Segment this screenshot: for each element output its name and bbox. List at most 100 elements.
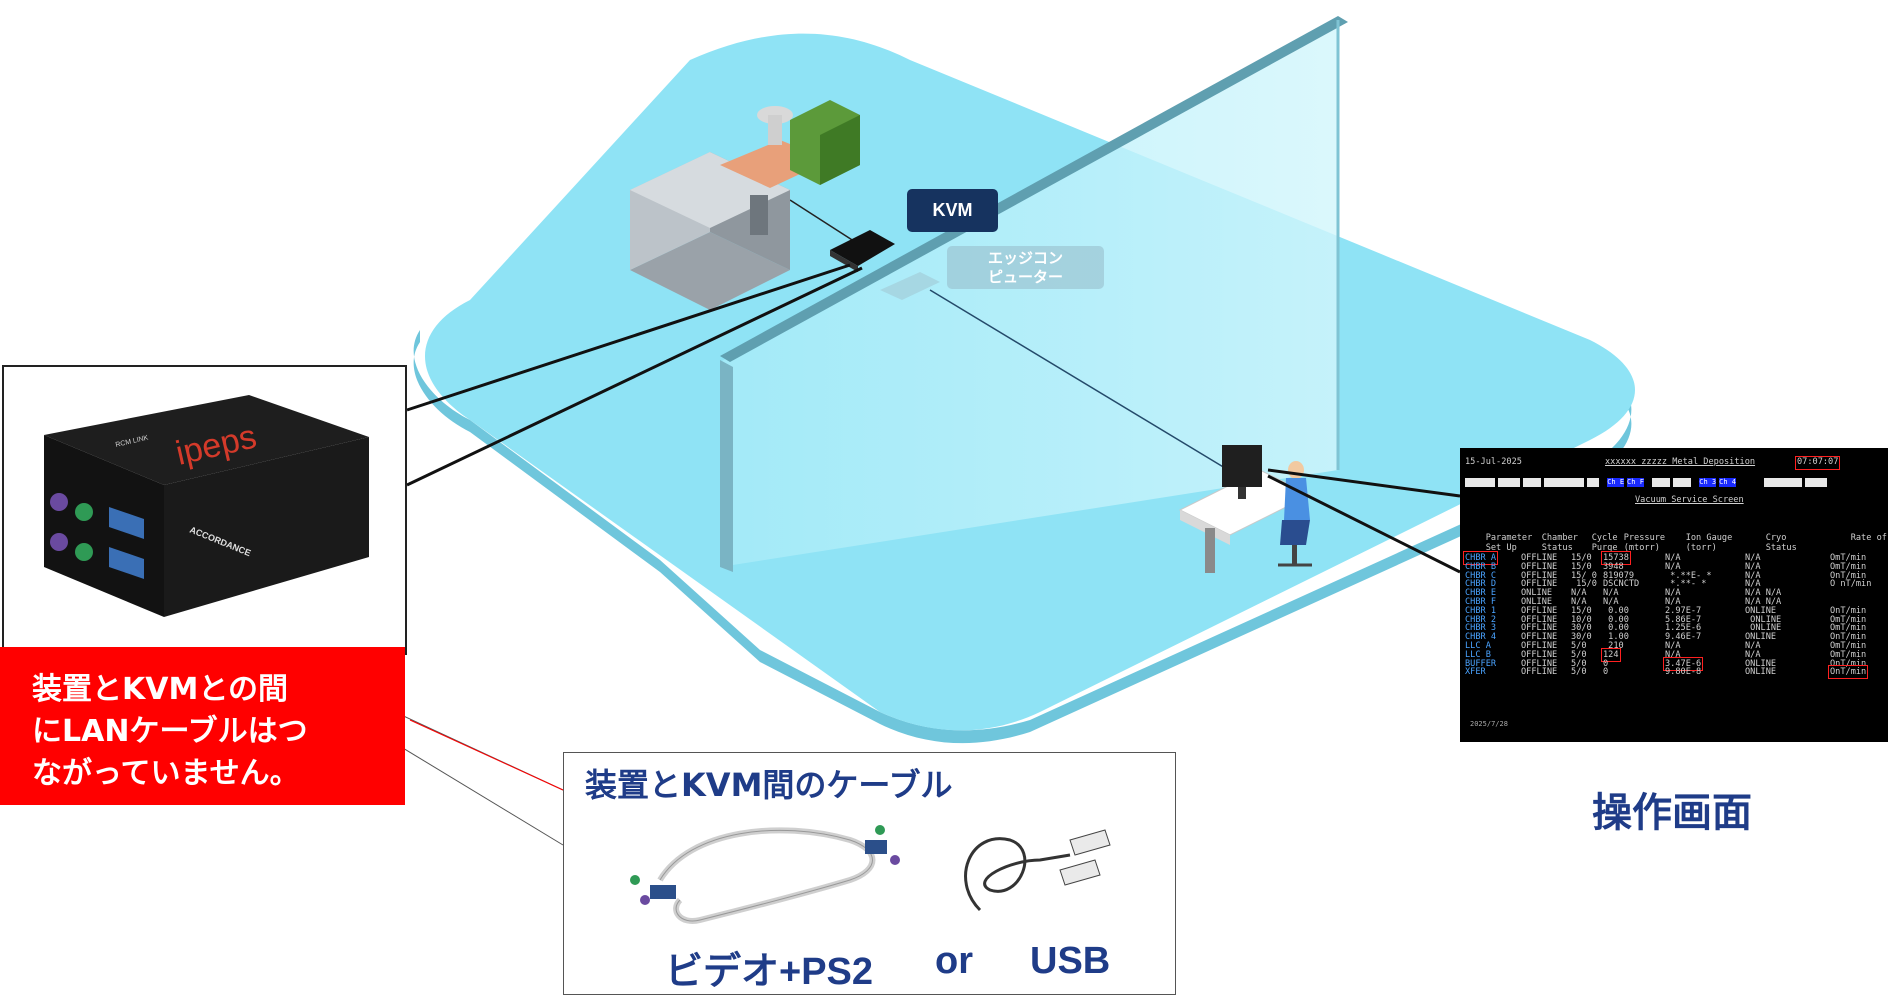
cell-cryo: N/A — [1745, 553, 1761, 563]
operation-screen-caption: 操作画面 — [1592, 790, 1752, 836]
warning-no-lan-box: 装置とKVMとの間 にLANケーブルはつ ながっていません。 — [0, 647, 405, 805]
cell-ror: OmT/min — [1830, 649, 1867, 660]
edge-label-line-1: エッジコン — [987, 248, 1063, 267]
cell-ion: 1.25E-6 — [1665, 623, 1702, 634]
kvm-device-photo-callout: ipeps ACCORDANCE RCM LINK — [2, 365, 407, 655]
cell-status: OFFLINE — [1521, 667, 1558, 678]
cell-name[interactable]: LLC A — [1465, 641, 1491, 651]
cell-name[interactable]: CHBR 4 — [1465, 632, 1497, 643]
cell-status: OFFLINE — [1521, 579, 1558, 590]
cable-option-or: or — [935, 940, 973, 982]
cable-option-video-ps2: ビデオ+PS2 — [665, 951, 874, 993]
cell-pressure: 210 — [1603, 641, 1624, 651]
ps2-port-purple-2 — [50, 533, 68, 551]
terminal-tab-ch-3[interactable]: Ch 3 — [1699, 478, 1717, 487]
cell-pressure: 124 — [1601, 647, 1665, 662]
cell-name[interactable]: CHBR C — [1465, 570, 1497, 581]
terminal-subtitle: Vacuum Service Screen — [1635, 495, 1744, 505]
cell-cryo: ONLINE — [1745, 605, 1777, 616]
cell-ror: OnT/min — [1830, 658, 1867, 669]
cell-name[interactable]: CHBR D — [1465, 579, 1497, 590]
cell-cryo: N/A — [1745, 649, 1761, 660]
cell-ion: N/A — [1665, 597, 1681, 607]
cell-cryo: ONLINE — [1745, 658, 1777, 669]
terminal-tab-ch-4[interactable]: Ch 4 — [1719, 478, 1736, 487]
cell-cycle: 15/0 — [1571, 579, 1597, 590]
cell-cycle: 5/0 — [1571, 667, 1587, 678]
cell-pressure: 15738 — [1601, 551, 1665, 565]
ps2-port-green-2 — [75, 543, 93, 561]
cell-status: OFFLINE — [1521, 649, 1558, 660]
cell-name[interactable]: XFER — [1465, 667, 1486, 678]
cell-cryo: N/A N/A — [1745, 588, 1782, 599]
cell-ion: 3.47E-6 — [1662, 656, 1745, 671]
cell-name[interactable]: CHBR 1 — [1465, 605, 1497, 616]
cell-pressure: 0.00 — [1603, 605, 1629, 616]
vga-ps2-cable-illustration — [630, 825, 900, 924]
screen-callout-upper — [1267, 468, 1461, 498]
cell-pressure: N/A — [1603, 588, 1619, 599]
cell-cycle: N/A — [1571, 588, 1587, 599]
cell-cryo: N/A — [1745, 570, 1761, 581]
glass-wall-face — [720, 22, 1338, 567]
cell-name[interactable]: LLC B — [1465, 649, 1491, 660]
usb-cable-illustration — [964, 829, 1111, 912]
cell-ror: OnT/min — [1827, 665, 1880, 680]
vga-port-2 — [109, 547, 144, 579]
vga-port-1 — [109, 507, 144, 539]
terminal-tab-ch-e[interactable]: Ch E — [1607, 478, 1625, 487]
cell-name[interactable]: CHBR E — [1465, 588, 1497, 599]
cell-status: OFFLINE — [1521, 553, 1558, 563]
cell-name[interactable]: CHBR 2 — [1465, 614, 1497, 625]
cell-name[interactable]: CHBR B — [1465, 561, 1497, 572]
cell-cryo: ONLINE — [1745, 667, 1777, 678]
cell-cycle: 15/ 0 — [1571, 570, 1597, 581]
cell-cryo: N/A — [1745, 641, 1761, 651]
cell-cycle: 15/0 — [1571, 553, 1592, 563]
warning-line-2: にLANケーブルはつ — [32, 714, 308, 749]
highlighted-value: OnT/min — [1827, 665, 1869, 680]
terminal-tab-ch-f[interactable]: Ch F — [1627, 478, 1644, 487]
cell-ion: N/A — [1665, 561, 1681, 572]
cell-ion: N/A — [1665, 641, 1681, 651]
cell-name[interactable]: CHBR F — [1465, 597, 1497, 607]
cable-option-usb: USB — [1030, 940, 1111, 982]
highlighted-value: 15738 — [1601, 551, 1631, 565]
cell-name[interactable]: CHBR A — [1462, 551, 1521, 565]
cable-illustrations — [630, 825, 1111, 924]
cell-status: OFFLINE — [1521, 641, 1558, 651]
cell-ion: N/A — [1665, 553, 1681, 563]
cell-status: OFFLINE — [1521, 658, 1558, 669]
ps2-port-green-1 — [75, 503, 93, 521]
operator-workstation — [1178, 445, 1312, 573]
cell-cryo: ONLINE — [1745, 614, 1782, 625]
cell-cycle: 15/0 — [1571, 561, 1592, 572]
cell-cycle: 5/0 — [1571, 649, 1587, 660]
vacuum-service-terminal: 15-Jul-2025 xxxxxx zzzzz Metal Depositio… — [1460, 448, 1888, 742]
cell-pressure: 3948 — [1603, 561, 1624, 572]
cell-ion: *.**E- * — [1665, 570, 1712, 581]
glass-wall-side — [720, 360, 733, 572]
cell-ror: OnT/min — [1830, 570, 1867, 581]
edge-label-line-2: ピューター — [987, 267, 1063, 286]
cell-name[interactable]: BUFFER — [1465, 658, 1497, 669]
cell-cycle: 10/0 — [1571, 614, 1592, 625]
cell-name[interactable]: CHBR 3 — [1465, 623, 1497, 634]
cell-ror: OmT/min — [1830, 614, 1867, 625]
cell-ion: *.**- * — [1665, 579, 1707, 590]
cell-status: OFFLINE — [1521, 570, 1558, 581]
